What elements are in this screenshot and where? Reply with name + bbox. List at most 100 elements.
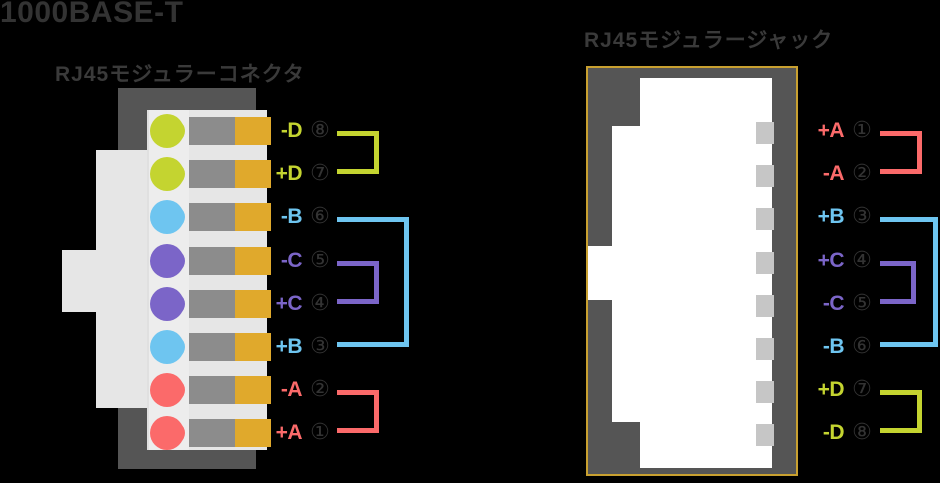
jack-label-row: -B ⑥ xyxy=(798,333,880,361)
wire-dot xyxy=(150,286,185,321)
jack-opening-upper xyxy=(612,126,772,246)
jack-signal-label: +C xyxy=(817,248,845,272)
jack-opening-lower xyxy=(612,300,772,422)
wire-dot xyxy=(150,243,185,278)
jack-signal-label: +D xyxy=(817,378,845,402)
jack-pin-number: ① xyxy=(852,118,872,143)
jack-label-row: -D ⑧ xyxy=(798,419,880,447)
gold-contact xyxy=(235,289,271,318)
jack-signal-label: -D xyxy=(822,421,845,445)
connector-pair-bracket-d xyxy=(337,131,379,175)
jack-signal-label: +A xyxy=(817,119,845,142)
gold-contact xyxy=(235,203,271,232)
connector-signal-label: -B xyxy=(280,205,303,229)
connector-pin-number: ③ xyxy=(310,334,330,359)
connector-signal-label: +D xyxy=(275,162,303,186)
connector-label-row: +D ⑦ xyxy=(256,160,338,188)
connector-pair-bracket-a xyxy=(337,390,379,434)
connector-pin-row xyxy=(147,200,271,235)
contact-blade xyxy=(189,333,235,361)
jack-label-row: -C ⑤ xyxy=(798,290,880,318)
jack-contact-tab xyxy=(756,381,774,404)
connector-pair-bracket-c xyxy=(337,260,379,304)
connector-signal-label: -A xyxy=(280,378,303,402)
connector-pin-row xyxy=(147,416,271,451)
connector-signal-label: +C xyxy=(275,291,303,315)
jack-label-row: +C ④ xyxy=(798,247,880,275)
gold-contact xyxy=(235,246,271,275)
contact-blade xyxy=(189,376,235,405)
jack-signal-label: -A xyxy=(822,162,845,186)
contact-blade xyxy=(189,117,235,145)
contact-blade xyxy=(189,203,235,232)
connector-pin-number: ⑥ xyxy=(310,204,330,230)
jack-pair-bracket-b xyxy=(880,217,938,347)
jack-pair-bracket-c xyxy=(880,260,916,304)
connector-pin-row xyxy=(147,243,271,278)
jack-contact-tab xyxy=(756,294,774,317)
connector-label-row: -D ⑧ xyxy=(256,117,338,145)
jack-contact-tab xyxy=(756,208,774,231)
wire-dot xyxy=(150,330,185,364)
connector-pin-row xyxy=(147,114,271,148)
connector-pin-row xyxy=(147,157,271,192)
jack-pin-number: ⑥ xyxy=(852,334,872,359)
jack-opening-middle xyxy=(588,246,772,300)
contact-blade xyxy=(189,289,235,318)
wire-dot xyxy=(150,157,185,192)
jack-pair-bracket-d xyxy=(880,390,922,434)
jack-section-title: RJ45モジュラージャック xyxy=(584,29,834,52)
jack-label-row: -A ② xyxy=(798,160,880,188)
connector-section-title: RJ45モジュラーコネクタ xyxy=(55,63,305,86)
connector-signal-label: +A xyxy=(275,421,303,445)
connector-pin-number: ⑧ xyxy=(310,118,330,143)
jack-contact-tab xyxy=(756,424,774,447)
connector-label-row: -B ⑥ xyxy=(256,203,338,231)
connector-signal-label: +B xyxy=(275,335,303,358)
jack-opening-bottom xyxy=(640,422,772,468)
jack-pair-bracket-a xyxy=(880,131,922,175)
connector-label-row: +A ① xyxy=(256,419,338,447)
jack-signal-label: -C xyxy=(822,291,845,315)
rj45-modular-jack xyxy=(586,66,798,476)
gold-contact xyxy=(235,333,271,361)
jack-label-row: +A ① xyxy=(798,117,880,145)
jack-contact-tab xyxy=(756,338,774,360)
connector-pair-bracket-b xyxy=(337,217,409,347)
jack-pin-number: ② xyxy=(852,161,872,187)
gold-contact xyxy=(235,419,271,448)
jack-signal-label: +B xyxy=(817,205,845,229)
connector-pin-number: ⑦ xyxy=(310,161,330,187)
jack-pin-number: ⑤ xyxy=(852,290,872,316)
connector-pin-number: ① xyxy=(310,420,330,446)
jack-contact-tab xyxy=(756,122,774,144)
connector-pin-row xyxy=(147,330,271,364)
jack-opening-top xyxy=(640,78,772,126)
page-title: 1000BASE-T xyxy=(0,0,184,29)
connector-signal-label: -C xyxy=(280,248,303,272)
wire-dot xyxy=(150,373,185,408)
gold-contact xyxy=(235,117,271,145)
connector-pin-row xyxy=(147,373,271,408)
jack-pin-number: ⑦ xyxy=(852,377,872,403)
jack-contact-tab xyxy=(756,251,774,274)
jack-pin-number: ④ xyxy=(852,247,872,273)
connector-signal-label: -D xyxy=(280,119,303,142)
jack-pin-number: ⑧ xyxy=(852,420,872,446)
jack-label-row: +B ③ xyxy=(798,203,880,231)
connector-cable-boot xyxy=(96,150,156,408)
contact-blade xyxy=(189,419,235,448)
contact-blade xyxy=(189,160,235,189)
connector-cable-tab xyxy=(62,250,102,312)
connector-label-row: +B ③ xyxy=(256,333,338,361)
connector-pin-row xyxy=(147,286,271,321)
jack-label-row: +D ⑦ xyxy=(798,376,880,404)
gold-contact xyxy=(235,160,271,189)
wire-dot xyxy=(150,200,185,235)
jack-signal-label: -B xyxy=(822,335,845,358)
jack-pin-number: ③ xyxy=(852,204,872,230)
